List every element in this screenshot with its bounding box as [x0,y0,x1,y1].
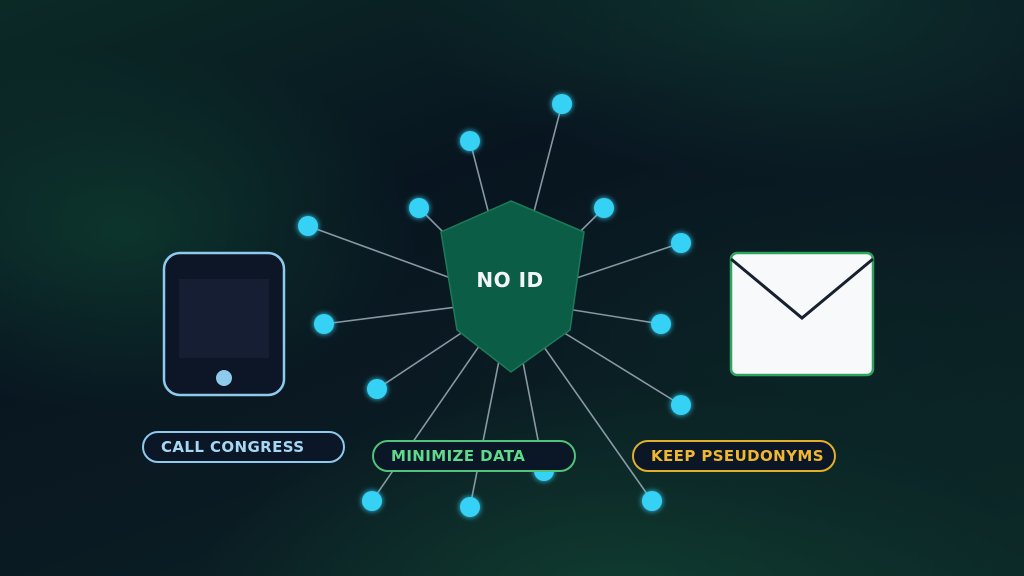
phone-icon [162,251,286,397]
network-node [298,216,318,236]
shield-icon: NO ID [440,200,585,373]
call-congress-label: CALL CONGRESS [161,438,305,456]
network-node [594,198,614,218]
network-node [362,491,382,511]
network-node [671,233,691,253]
network-node [671,395,691,415]
minimize-data-label: MINIMIZE DATA [391,447,526,465]
shield-label: NO ID [476,268,543,292]
network-node [460,497,480,517]
network-node [460,131,480,151]
shield-shape [440,200,585,373]
keep-pseudonyms-pill: KEEP PSEUDONYMS [632,440,836,472]
network-node [642,491,662,511]
minimize-data-pill: MINIMIZE DATA [372,440,576,472]
network-node [314,314,334,334]
network-node [409,198,429,218]
spoke-nodes [298,94,691,517]
network-node [651,314,671,334]
keep-pseudonyms-label: KEEP PSEUDONYMS [651,447,824,465]
network-node [367,379,387,399]
call-congress-pill: CALL CONGRESS [142,431,345,463]
envelope-icon [729,251,875,377]
network-node [552,94,572,114]
